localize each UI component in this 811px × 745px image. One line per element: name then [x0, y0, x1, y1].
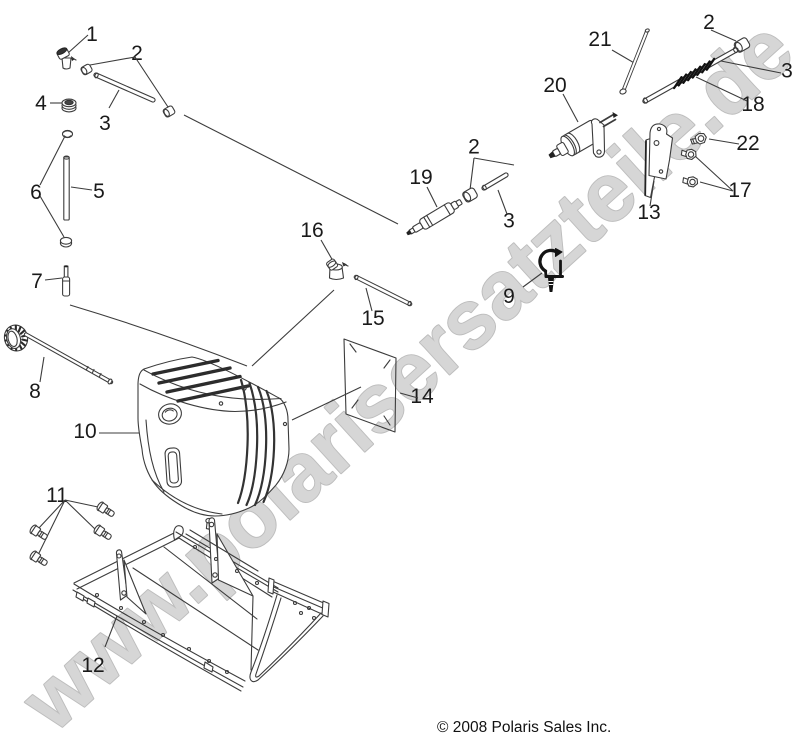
- svg-text:14: 14: [410, 385, 434, 408]
- svg-text:10: 10: [73, 420, 96, 443]
- svg-text:2: 2: [703, 11, 715, 34]
- svg-text:16: 16: [300, 219, 323, 242]
- svg-text:1: 1: [86, 23, 98, 46]
- svg-text:22: 22: [736, 132, 759, 155]
- svg-text:4: 4: [35, 92, 47, 115]
- svg-text:19: 19: [409, 166, 432, 189]
- svg-text:2: 2: [468, 136, 480, 159]
- svg-text:© 2008 Polaris Sales Inc.: © 2008 Polaris Sales Inc.: [437, 719, 611, 736]
- svg-text:6: 6: [30, 181, 42, 204]
- svg-text:15: 15: [361, 307, 384, 330]
- svg-text:3: 3: [99, 112, 111, 135]
- svg-text:5: 5: [93, 180, 105, 203]
- svg-text:18: 18: [741, 93, 764, 116]
- svg-text:11: 11: [46, 484, 68, 507]
- svg-text:3: 3: [503, 210, 515, 233]
- svg-text:12: 12: [81, 654, 104, 677]
- svg-text:2: 2: [131, 42, 143, 65]
- svg-text:8: 8: [29, 380, 41, 403]
- svg-text:9: 9: [503, 285, 515, 308]
- svg-text:7: 7: [31, 270, 43, 293]
- svg-text:13: 13: [637, 201, 660, 224]
- svg-text:3: 3: [781, 60, 793, 83]
- svg-text:www.polarisersatzteile.de: www.polarisersatzteile.de: [4, 3, 810, 745]
- svg-text:20: 20: [543, 74, 566, 97]
- svg-text:21: 21: [588, 28, 611, 51]
- svg-text:17: 17: [728, 179, 751, 202]
